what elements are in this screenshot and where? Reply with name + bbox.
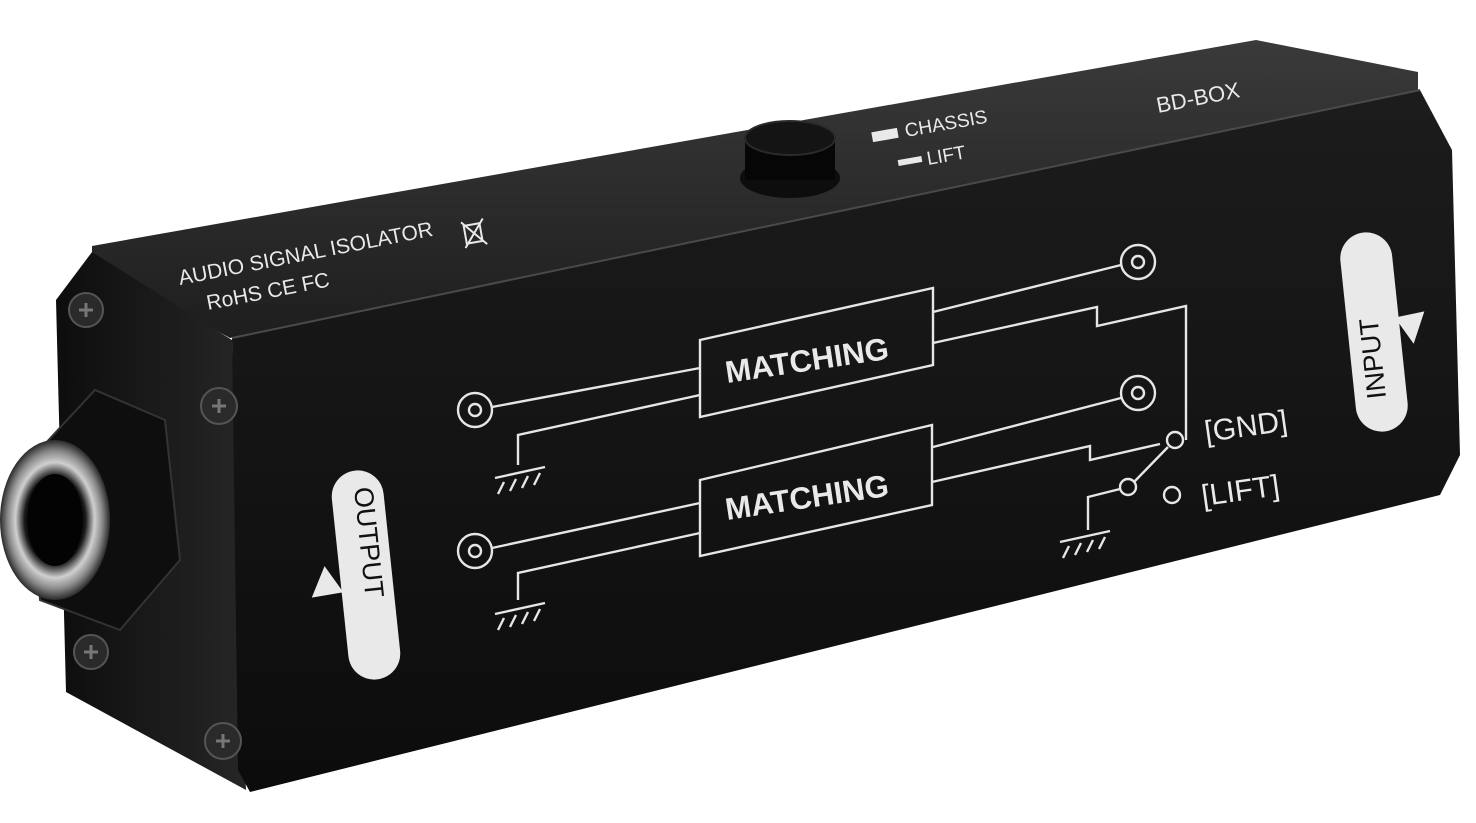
enclosure-front-face — [232, 90, 1460, 792]
output-arrow-icon — [311, 566, 344, 598]
output-jack[interactable] — [0, 388, 182, 632]
matching-block-lower-frame — [698, 423, 934, 558]
output-terminal-1 — [456, 391, 494, 429]
input-terminal-1 — [1119, 243, 1157, 281]
ground-lift-button[interactable] — [740, 120, 840, 198]
ground-symbol — [494, 601, 546, 631]
switch-pivot-icon — [1118, 477, 1138, 497]
ground-symbol — [1059, 529, 1111, 559]
screw — [204, 722, 242, 760]
output-terminal-2 — [456, 532, 494, 570]
edge-highlight — [231, 89, 1421, 339]
lift-contact-icon — [1162, 485, 1182, 505]
input-terminal-2 — [1119, 374, 1157, 412]
input-label-pill: INPUT — [1340, 232, 1425, 432]
switch-down-icon — [897, 155, 923, 167]
ground-symbol — [494, 465, 546, 495]
input-arrow-icon — [1394, 311, 1425, 344]
weee-bin-icon — [460, 218, 488, 249]
switch-up-icon — [871, 127, 899, 143]
gnd-contact-icon — [1165, 430, 1185, 450]
output-label-pill: OUTPUT — [311, 470, 401, 680]
screw — [68, 292, 104, 328]
matching-block-upper-frame — [698, 286, 935, 419]
screw — [200, 387, 238, 425]
screw — [73, 634, 109, 670]
